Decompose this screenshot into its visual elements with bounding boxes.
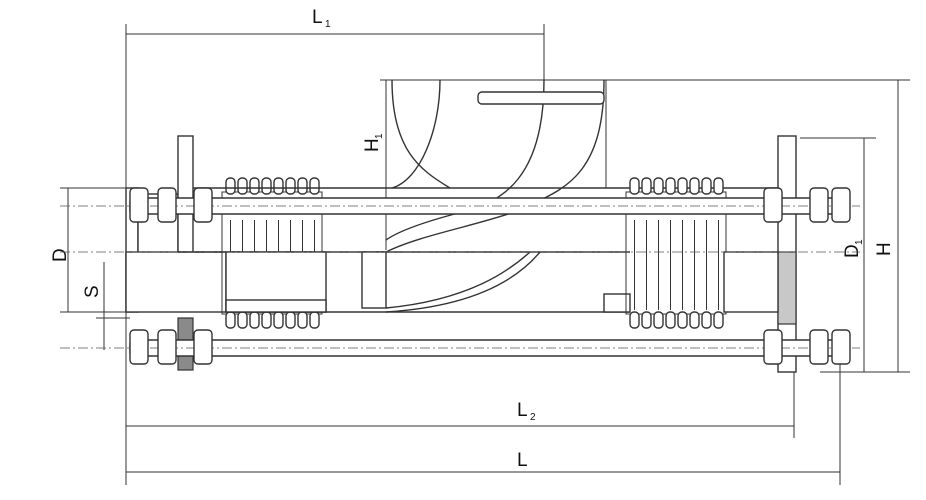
svg-text:S: S [82, 285, 103, 298]
svg-text:2: 2 [530, 412, 536, 423]
svg-text:L: L [517, 400, 528, 421]
svg-text:1: 1 [854, 239, 865, 245]
bellows-convolution-bottom [309, 311, 320, 329]
svg-text:D: D [842, 244, 863, 258]
bellows-convolution-bottom [237, 311, 248, 329]
bellows-convolution-top [713, 177, 724, 195]
bellows-convolution-top [225, 177, 236, 195]
bellows-convolution-top [285, 177, 296, 195]
bellows-convolution-bottom [713, 311, 724, 329]
bellows-convolution-top [261, 177, 272, 195]
svg-text:L: L [312, 7, 323, 28]
hex-nut [129, 329, 149, 365]
svg-text:H: H [874, 242, 895, 256]
bellows-convolution-top [297, 177, 308, 195]
label-l1: L 1 [312, 7, 331, 30]
bellows-convolution-bottom [249, 311, 260, 329]
label-l2: L 2 [517, 400, 536, 423]
label-h1: H 1 [362, 133, 385, 152]
bellows-convolution-top [677, 177, 688, 195]
hex-nut [157, 187, 177, 223]
bellows-convolution-bottom [653, 311, 664, 329]
tie-rod-nuts [129, 187, 851, 365]
bellows-convolution-bottom [285, 311, 296, 329]
elbow-pipe [385, 79, 607, 313]
hex-nut [831, 329, 851, 365]
bellows-convolution-bottom [273, 311, 284, 329]
svg-text:1: 1 [325, 19, 331, 30]
label-h: H [874, 242, 895, 256]
bellows-convolution-bottom [677, 311, 688, 329]
label-d1: D 1 [842, 239, 865, 258]
bellows-convolution-top [249, 177, 260, 195]
bellows-convolution-top [273, 177, 284, 195]
label-l: L [517, 450, 528, 471]
hex-nut [809, 329, 829, 365]
bellows-convolution-bottom [689, 311, 700, 329]
bellows-convolution-bottom [297, 311, 308, 329]
hex-nut [193, 187, 213, 223]
svg-text:D: D [50, 248, 71, 262]
bellows-convolution-bottom [665, 311, 676, 329]
central-pipe [193, 187, 780, 313]
hex-nut [193, 329, 213, 365]
bellows-convolution-top [629, 177, 640, 195]
bellows-convolution-top [309, 177, 320, 195]
label-d: D [50, 248, 71, 262]
hex-nut [809, 187, 829, 223]
bellows-convolution-top [701, 177, 712, 195]
bellows-convolution-bottom [701, 311, 712, 329]
hex-nut [831, 187, 851, 223]
svg-text:1: 1 [374, 133, 385, 139]
svg-text:H: H [362, 138, 383, 152]
label-s: S [82, 285, 103, 298]
bellows-convolution-bottom [225, 311, 236, 329]
svg-text:L: L [517, 450, 528, 471]
bellows-convolution-top [237, 177, 248, 195]
hex-nut [763, 329, 783, 365]
bellows-convolution-top [641, 177, 652, 195]
bellows-convolution-bottom [261, 311, 272, 329]
right-pipe-end [723, 135, 797, 373]
hex-nut [763, 187, 783, 223]
bellows-convolution-bottom [629, 311, 640, 329]
bellows-convolution-top [689, 177, 700, 195]
bellows-convolution-bottom [641, 311, 652, 329]
bellows-convolution-top [665, 177, 676, 195]
right-bellows [625, 177, 727, 329]
hex-nut [129, 187, 149, 223]
hex-nut [157, 329, 177, 365]
bellows-convolution-top [653, 177, 664, 195]
